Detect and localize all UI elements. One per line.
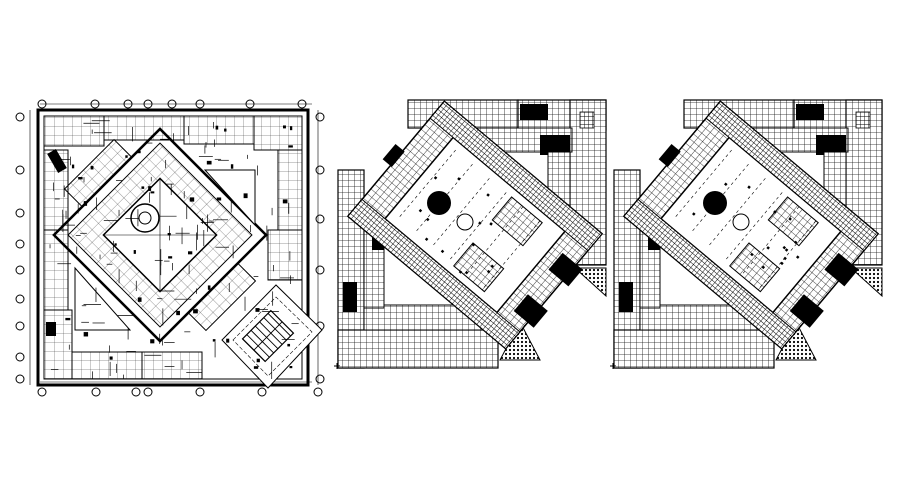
perimeter-rooms: [43, 115, 303, 380]
outer-wall: [36, 108, 310, 387]
plan-2-floor-plan: [334, 99, 607, 369]
spiral-stair: [130, 203, 160, 233]
rotated-core: [52, 127, 268, 343]
plan-3-floor-plan: [610, 99, 883, 369]
stair-treads: [241, 309, 295, 363]
plan-1-floor-plan: [15, 99, 325, 397]
